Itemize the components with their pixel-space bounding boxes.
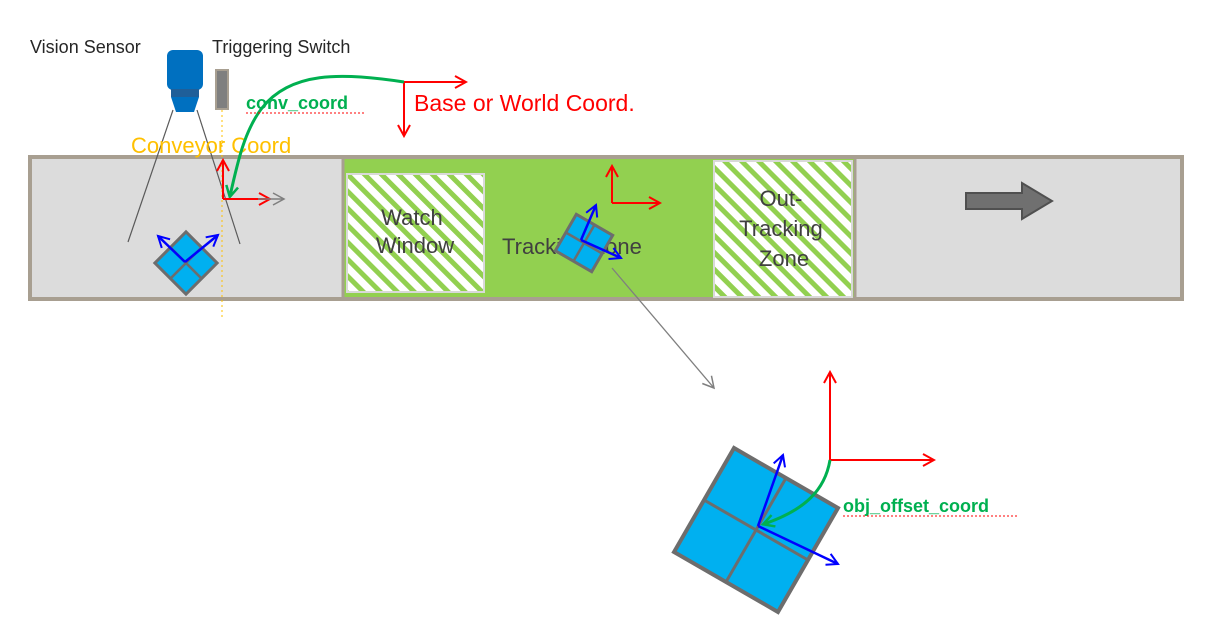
vision-sensor-label: Vision Sensor	[30, 37, 141, 57]
watch-window	[346, 173, 485, 293]
conv-coord-arrow	[230, 74, 405, 196]
watch-window-label-2: Window	[376, 233, 454, 258]
obj-offset-arrow	[764, 459, 832, 524]
object-zoomed	[671, 445, 841, 615]
out-tracking-label-1: Out-	[760, 186, 803, 211]
svg-text:Watch Window: Watch Window	[376, 205, 454, 258]
base-coord-label: Base or World Coord.	[414, 90, 635, 116]
out-tracking-label-3: Zone	[759, 246, 809, 271]
watch-window-label-1: Watch	[381, 205, 443, 230]
conveyor-coord-label: Conveyor Coord	[131, 133, 291, 158]
svg-text:Out- Tracking Zone: Out- Tracking Zone	[739, 186, 829, 271]
obj-offset-coord-label: obj_offset_coord	[843, 496, 989, 516]
direction-arrow-icon	[965, 181, 1054, 221]
vision-sensor-icon	[167, 50, 203, 112]
object-in-tracking-zone	[553, 212, 615, 274]
triggering-switch-label: Triggering Switch	[212, 37, 350, 57]
conv-coord-label: conv_coord	[246, 93, 348, 113]
out-tracking-label-2: Tracking	[739, 216, 823, 241]
out-tracking-zone	[713, 160, 853, 298]
switch-icon	[215, 69, 229, 110]
